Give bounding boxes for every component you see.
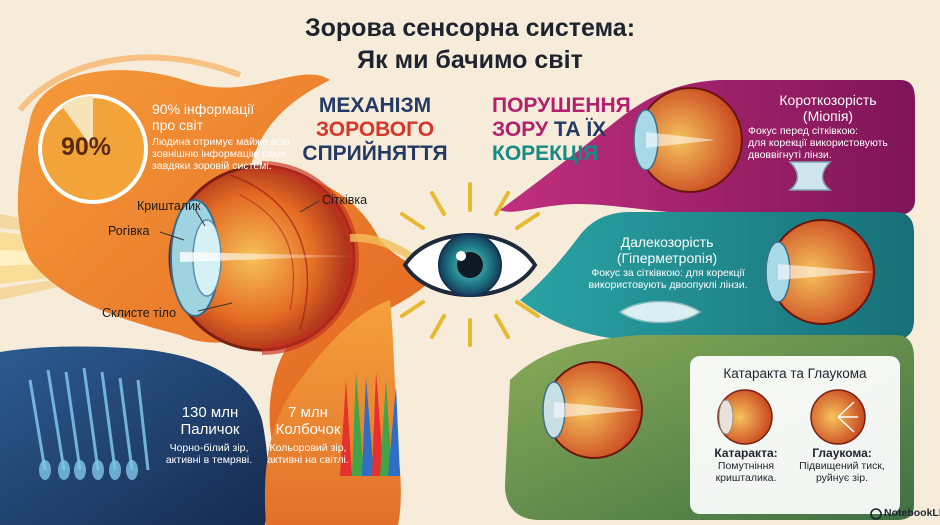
page-title-line-2: Як ми бачимо світ <box>357 46 583 74</box>
label-cornea: Рогівка <box>108 224 150 238</box>
rods-count: 130 млн <box>181 404 239 421</box>
label-lens: Кришталик <box>137 199 201 213</box>
mechanism-line-3: СПРИЙНЯТТЯ <box>302 142 448 165</box>
mechanism-heading: МЕХАНІЗМ ЗОРОВОГО СПРИЙНЯТТЯ <box>300 94 450 166</box>
myopia-desc-line-1: Фокус перед сітківкою: <box>748 125 859 137</box>
disorders-line-2b: ТА ЇХ <box>553 118 607 141</box>
info90-heading-line-2: про світ <box>152 117 204 133</box>
info90-body-line-3: завдяки зоровій системі. <box>152 160 272 172</box>
cataract-block: Катаракта: Помутніння кришталика. <box>700 446 792 484</box>
rods-count-block: 130 млн Паличок <box>160 404 260 438</box>
cones-count: 7 млн <box>288 404 328 421</box>
hyperopia-eye-illustration <box>765 219 875 325</box>
glaucoma-name: Глаукома: <box>812 446 872 460</box>
mechanism-line-2: ЗОРОВОГО <box>315 118 435 141</box>
info90-heading: 90% інформації про світ <box>152 101 254 133</box>
glaucoma-block: Глаукома: Підвищений тиск, руйнує зір. <box>792 446 892 484</box>
info90-body-line-1: Людина отримує майже всю <box>152 136 290 148</box>
myopia-desc-line-3: двоввігнуті лінзи. <box>748 149 832 161</box>
myopia-title: Короткозорість (Міопія) <box>758 92 898 124</box>
brand-label: NotebookLM <box>884 507 940 519</box>
cataract-desc-line-1: Помутніння <box>717 460 775 472</box>
label-retina: Сітківка <box>322 193 368 207</box>
myopia-desc-line-2: для корекції використовують <box>748 137 888 149</box>
mechanism-line-1: МЕХАНІЗМ <box>318 94 432 117</box>
concave-lens-icon <box>787 161 833 191</box>
info90-heading-line-1: 90% інформації <box>152 101 255 117</box>
hyperopia-desc-line-2: використовують двоопуклі лінзи. <box>588 279 748 291</box>
cataract-name: Катаракта: <box>714 446 778 460</box>
hyperopia-description: Фокус за сітківкою: для корекції викорис… <box>578 267 758 291</box>
cataract-glaucoma-title: Катаракта та Глаукома <box>723 366 867 381</box>
notebooklm-logo-icon <box>870 508 882 520</box>
hyperopia-title-line-2: (Гіперметропія) <box>616 250 718 266</box>
rods-desc-line-2: активні в темряві. <box>165 454 253 466</box>
cones-desc-line-2: активні на світлі. <box>267 454 349 466</box>
glaucoma-desc-line-2: руйнує зір. <box>815 472 869 484</box>
myopia-title-line-2: (Міопія) <box>802 108 854 124</box>
cones-desc-line-1: Кольоровий зір, <box>269 442 347 454</box>
anatomy-leaders <box>159 200 320 312</box>
cataract-large-eye-illustration <box>542 361 643 459</box>
ninety-percent-badge <box>38 94 148 204</box>
info90-body: Людина отримує майже всю зовнішню інформ… <box>152 136 289 172</box>
rods-description: Чорно-білий зір, активні в темряві. <box>156 442 262 466</box>
rods-panel <box>0 346 269 525</box>
disorders-line-3: КОРЕКЦІЯ <box>492 142 599 165</box>
myopia-title-line-1: Короткозорість <box>779 92 877 108</box>
cones-description: Кольоровий зір, активні на світлі. <box>262 442 354 466</box>
page-title-line-1: Зорова сенсорна система: <box>304 14 636 42</box>
rods-desc-line-1: Чорно-білий зір, <box>169 442 249 454</box>
cones-name: Колбочок <box>275 421 341 438</box>
hyperopia-title: Далекозорість (Гіперметропія) <box>592 234 742 266</box>
glaucoma-eye-icon <box>810 389 866 445</box>
disorders-line-2a: ЗОРУ <box>492 118 549 141</box>
myopia-description: Фокус перед сітківкою: для корекції вико… <box>748 125 906 161</box>
hyperopia-title-line-1: Далекозорість <box>620 234 714 250</box>
label-vitreous: Склисте тіло <box>102 306 177 320</box>
rods-name: Паличок <box>180 421 240 438</box>
anatomical-eye <box>168 161 423 355</box>
cataract-eye-icon <box>717 389 773 445</box>
cones-count-block: 7 млн Колбочок <box>268 404 348 438</box>
hyperopia-desc-line-1: Фокус за сітківкою: для корекції <box>591 267 745 279</box>
glaucoma-desc-line-1: Підвищений тиск, <box>799 460 885 472</box>
rod-cells-illustration <box>28 367 150 471</box>
cataract-desc-line-2: кришталика. <box>715 472 777 484</box>
disorders-line-1: ПОРУШЕННЯ <box>492 94 631 117</box>
convex-lens-icon <box>618 300 702 324</box>
info90-body-line-2: зовнішню інформацію саме <box>152 148 287 160</box>
myopia-eye-illustration <box>633 87 743 193</box>
central-eye <box>400 182 540 347</box>
ninety-percent-value: 90% <box>61 133 112 161</box>
cone-cells-illustration <box>340 372 400 476</box>
disorders-heading: ПОРУШЕННЯ ЗОРУ ТА ЇХ КОРЕКЦІЯ <box>492 94 632 166</box>
